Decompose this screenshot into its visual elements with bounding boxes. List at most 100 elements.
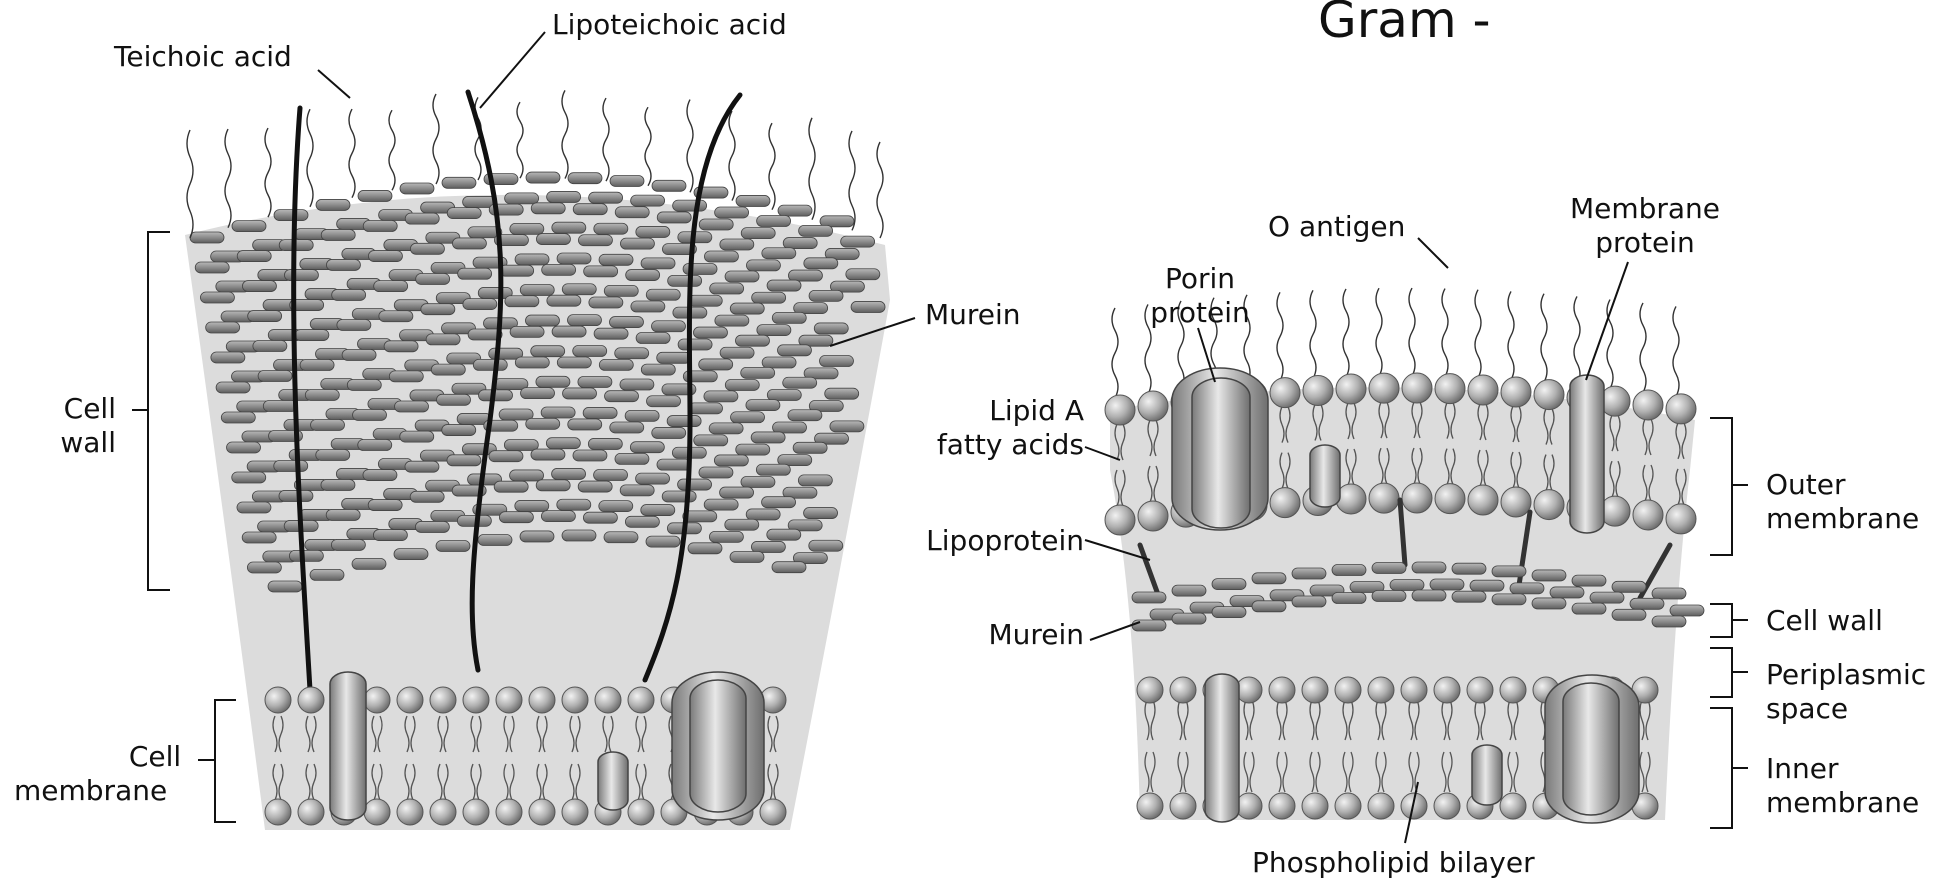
murein-block (1252, 573, 1286, 584)
murein-block (709, 531, 743, 542)
murein-block (809, 540, 843, 551)
lipid-head (1270, 378, 1300, 408)
murein-block (652, 427, 686, 438)
murein-block (279, 490, 313, 501)
murein-block (819, 356, 853, 367)
teichoic-acid-strand (562, 90, 568, 178)
murein-block (263, 401, 297, 412)
murein-block (741, 476, 775, 487)
lipid-head (1105, 395, 1135, 425)
murein-block (242, 281, 276, 292)
o-antigen-strand (1574, 296, 1580, 385)
murein-block (321, 479, 355, 490)
membrane-protein-shape (330, 672, 366, 820)
murein-block (626, 270, 660, 281)
lipid-head (1467, 677, 1493, 703)
murein-block (384, 341, 418, 352)
murein-block (395, 401, 429, 412)
o-antigen-strand (1376, 288, 1382, 376)
murein-block (641, 258, 675, 269)
murein-block (583, 512, 617, 523)
o-antigen-strand (1640, 303, 1646, 392)
murein-block (568, 173, 602, 184)
murein-block (557, 253, 591, 264)
murein-block (667, 416, 701, 427)
murein-block (499, 512, 533, 523)
murein-block (510, 470, 544, 481)
murein-block (699, 359, 733, 370)
inner-membrane-label-line1: Inner (1766, 752, 1839, 786)
o-antigen-strand (1508, 291, 1514, 379)
murein-block (773, 422, 807, 433)
periplasmic-space-label-line2: space (1766, 692, 1848, 726)
gram-positive-envelope (132, 32, 915, 830)
cell-membrane-bracket (198, 700, 236, 822)
membrane-protein-shape (598, 752, 628, 810)
murein-block (620, 238, 654, 249)
murein-block (300, 360, 334, 371)
lipid-head (1236, 677, 1262, 703)
murein-block (526, 172, 560, 183)
murein-block (400, 431, 434, 442)
lipid-head (1633, 390, 1663, 420)
murein-block (846, 269, 880, 280)
lipid-head (364, 799, 390, 825)
murein-block (563, 388, 597, 399)
cell-membrane-label-line1: Cell (110, 740, 200, 774)
murein-block (678, 339, 712, 350)
murein-block (394, 549, 428, 560)
murein-block (547, 191, 581, 202)
lipid-head (1500, 677, 1526, 703)
murein-block (604, 285, 638, 296)
lipid-head (1401, 677, 1427, 703)
murein-block (531, 203, 565, 214)
murein-block (699, 219, 733, 230)
murein-block (599, 501, 633, 512)
membrane-protein-label-line1: Membrane (1560, 192, 1730, 226)
phospholipid-bilayer-label: Phospholipid bilayer (1252, 846, 1535, 880)
murein-block (793, 442, 827, 453)
murein-block (783, 238, 817, 249)
murein-block (221, 412, 255, 423)
lipid-head (430, 799, 456, 825)
murein-block (588, 438, 622, 449)
murein-block (725, 519, 759, 530)
murein-block (636, 473, 670, 484)
murein-block (510, 223, 544, 234)
o-antigen-label: O antigen (1268, 210, 1405, 244)
murein-block (442, 177, 476, 188)
porin-protein-label-line2: protein (1130, 296, 1270, 330)
lipoteichoic-leader (480, 32, 545, 108)
murein-block (1372, 562, 1406, 573)
murein-block (1470, 580, 1504, 591)
murein-block (536, 376, 570, 387)
murein-block (410, 491, 444, 502)
murein-block (1212, 607, 1246, 618)
murein-block (720, 239, 754, 250)
murein-block (347, 379, 381, 390)
murein-block (641, 505, 675, 516)
murein-block (421, 304, 455, 315)
murein-block (751, 432, 785, 443)
murein-block (704, 251, 738, 262)
murein-block (289, 550, 323, 561)
teichoic-acid-strand (729, 111, 735, 201)
murein-block (1652, 616, 1686, 627)
murein-block (767, 529, 801, 540)
murein-block (1532, 598, 1566, 609)
murein-block (452, 238, 486, 249)
lipid-head (1336, 374, 1366, 404)
periplasmic-bracket (1710, 648, 1748, 697)
murein-block (735, 335, 769, 346)
murein-block (778, 205, 812, 216)
o-antigen-strand (1475, 290, 1481, 378)
murein-block (195, 262, 229, 273)
o-antigen-strand (1277, 292, 1283, 380)
murein-block (284, 270, 318, 281)
murein-block (405, 461, 439, 472)
lipid-head (1270, 488, 1300, 518)
lipid-head (1666, 394, 1696, 424)
murein-block (757, 216, 791, 227)
murein-block (458, 268, 492, 279)
